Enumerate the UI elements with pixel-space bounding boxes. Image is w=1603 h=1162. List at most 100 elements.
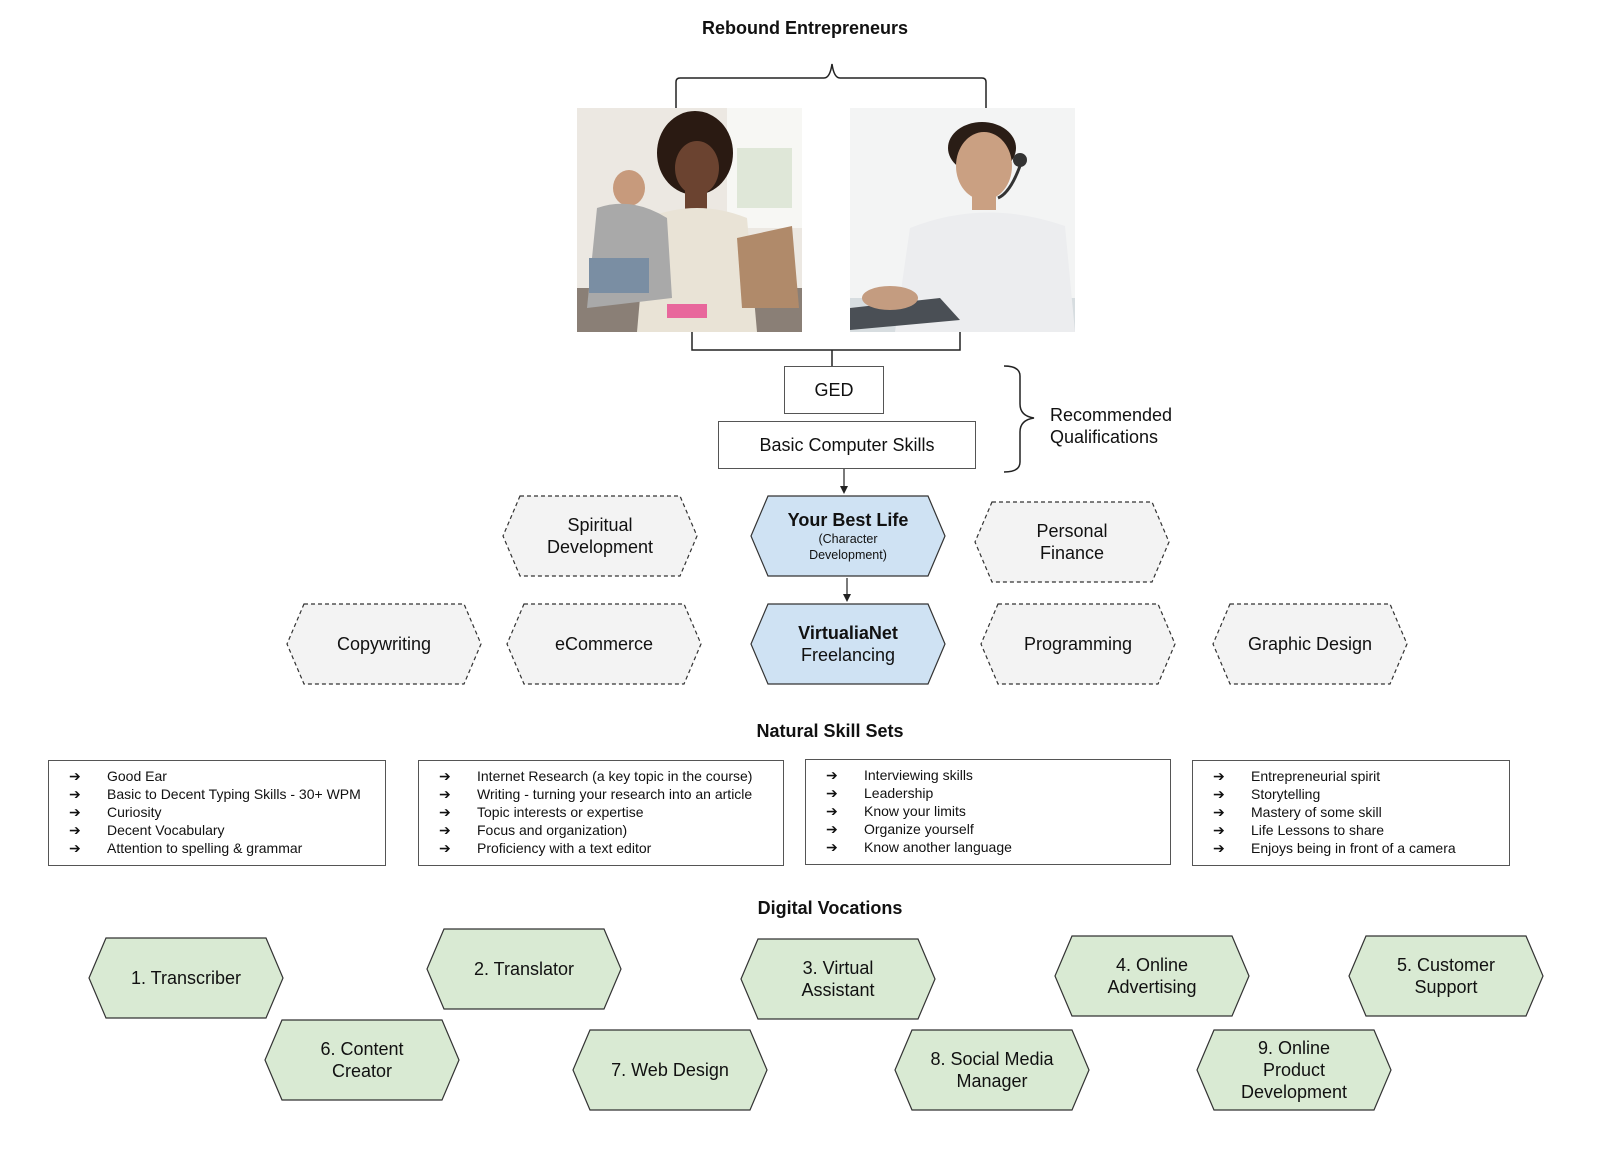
arrow-right-icon: ➔ bbox=[1213, 840, 1225, 856]
hex-label: 1. Transcriber bbox=[130, 968, 242, 988]
hex-label: 2. Translator bbox=[473, 959, 575, 979]
arrow-right-icon: ➔ bbox=[1213, 768, 1225, 784]
arrow-right-icon: ➔ bbox=[439, 786, 451, 802]
hex-programming: Programming bbox=[980, 603, 1176, 685]
hex-label: 9. Online Product Development bbox=[1240, 1038, 1348, 1102]
arrow-right-icon: ➔ bbox=[1213, 786, 1225, 802]
hex-label: Programming bbox=[1023, 634, 1133, 654]
hex-ecommerce: eCommerce bbox=[506, 603, 702, 685]
hex-shape bbox=[264, 1019, 460, 1101]
hex-shape bbox=[740, 938, 936, 1020]
hex-vocation-online-product-development: 9. Online Product Development bbox=[1196, 1029, 1392, 1111]
hex-vocation-web-design: 7. Web Design bbox=[572, 1029, 768, 1111]
hex-spiritual-development: Spiritual Development bbox=[502, 495, 698, 577]
arrow-right-icon: ➔ bbox=[439, 804, 451, 820]
photo-man-with-headset bbox=[850, 108, 1075, 332]
hex-label: VirtualiaNet bbox=[798, 623, 898, 643]
man-with-headset-icon bbox=[850, 108, 1075, 332]
hex-sublabel: (Character Development) bbox=[809, 532, 887, 562]
hex-label: Graphic Design bbox=[1247, 634, 1373, 654]
hex-label: 7. Web Design bbox=[611, 1060, 729, 1080]
skill-item: ➔Know another language bbox=[826, 839, 1012, 855]
hex-shape bbox=[502, 495, 698, 577]
arrow-right-icon: ➔ bbox=[826, 785, 838, 801]
skill-group-1: ➔Good Ear ➔Basic to Decent Typing Skills… bbox=[48, 760, 386, 866]
diagram-title: Rebound Entrepreneurs bbox=[701, 18, 909, 38]
hex-label: Spiritual Development bbox=[546, 515, 654, 557]
hex-vocation-social-media-manager: 8. Social Media Manager bbox=[894, 1029, 1090, 1111]
hex-label: 8. Social Media Manager bbox=[930, 1049, 1054, 1091]
skill-item: ➔Leadership bbox=[826, 785, 934, 801]
arrow-right-icon: ➔ bbox=[439, 840, 451, 856]
hex-virtualianet-freelancing: VirtualiaNet Freelancing bbox=[750, 603, 946, 685]
hex-shape bbox=[88, 937, 284, 1019]
arrow-right-icon: ➔ bbox=[69, 786, 81, 802]
hex-label: Personal Finance bbox=[1036, 521, 1108, 563]
arrow-right-icon: ➔ bbox=[439, 822, 451, 838]
skill-item: ➔Topic interests or expertise bbox=[439, 804, 644, 820]
arrow-right-icon: ➔ bbox=[826, 821, 838, 837]
arrow-right-icon: ➔ bbox=[439, 768, 451, 784]
hex-graphic-design: Graphic Design bbox=[1212, 603, 1408, 685]
skill-item: ➔Entrepreneurial spirit bbox=[1213, 768, 1381, 784]
skills-heading: Natural Skill Sets bbox=[756, 721, 904, 741]
skill-item: ➔Focus and organization) bbox=[439, 822, 628, 838]
skill-item: ➔Writing - turning your research into an… bbox=[439, 786, 753, 802]
hex-shape bbox=[1054, 935, 1250, 1017]
hex-label: 3. Virtual Assistant bbox=[801, 958, 875, 1000]
hex-vocation-customer-support: 5. Customer Support bbox=[1348, 935, 1544, 1017]
arrow-right-icon: ➔ bbox=[69, 840, 81, 856]
woman-with-baby-icon bbox=[577, 108, 802, 332]
ged-box: GED bbox=[784, 366, 884, 414]
skill-item: ➔Storytelling bbox=[1213, 786, 1321, 802]
hex-label: 6. Content Creator bbox=[320, 1039, 404, 1081]
hex-shape bbox=[1348, 935, 1544, 1017]
hex-shape bbox=[894, 1029, 1090, 1111]
skill-item: ➔Internet Research (a key topic in the c… bbox=[439, 768, 753, 784]
vocations-heading: Digital Vocations bbox=[757, 898, 903, 918]
hex-vocation-online-advertising: 4. Online Advertising bbox=[1054, 935, 1250, 1017]
arrow-right-icon: ➔ bbox=[826, 839, 838, 855]
hex-label: Copywriting bbox=[336, 634, 432, 654]
skill-item: ➔Organize yourself bbox=[826, 821, 974, 837]
skill-item: ➔Curiosity bbox=[69, 804, 162, 820]
hex-shape bbox=[750, 495, 946, 577]
skill-group-3: ➔Interviewing skills ➔Leadership ➔Know y… bbox=[805, 759, 1171, 865]
hex-personal-finance: Personal Finance bbox=[974, 501, 1170, 583]
hex-shape bbox=[426, 928, 622, 1010]
skill-item: ➔Decent Vocabulary bbox=[69, 822, 225, 838]
arrow-right-icon: ➔ bbox=[826, 767, 838, 783]
hex-vocation-translator: 2. Translator bbox=[426, 928, 622, 1010]
skill-item: ➔Basic to Decent Typing Skills - 30+ WPM bbox=[69, 786, 361, 802]
recommended-qualifications-label: Recommended Qualifications bbox=[1050, 405, 1173, 447]
hex-shape bbox=[506, 603, 702, 685]
skill-item: ➔Mastery of some skill bbox=[1213, 804, 1382, 820]
arrow-right-icon: ➔ bbox=[1213, 822, 1225, 838]
hex-label: 4. Online Advertising bbox=[1107, 955, 1197, 997]
hex-label: 5. Customer Support bbox=[1396, 955, 1496, 997]
hex-sublabel: Freelancing bbox=[800, 645, 896, 665]
basic-computer-skills-box: Basic Computer Skills bbox=[718, 421, 976, 469]
hex-copywriting: Copywriting bbox=[286, 603, 482, 685]
hex-shape bbox=[750, 603, 946, 685]
hex-vocation-transcriber: 1. Transcriber bbox=[88, 937, 284, 1019]
hex-shape bbox=[974, 501, 1170, 583]
arrow-right-icon: ➔ bbox=[1213, 804, 1225, 820]
arrow-right-icon: ➔ bbox=[826, 803, 838, 819]
skill-group-4: ➔Entrepreneurial spirit ➔Storytelling ➔M… bbox=[1192, 760, 1510, 866]
hex-label: eCommerce bbox=[554, 634, 654, 654]
hex-shape bbox=[572, 1029, 768, 1111]
hex-shape bbox=[1212, 603, 1408, 685]
hex-vocation-content-creator: 6. Content Creator bbox=[264, 1019, 460, 1101]
arrow-right-icon: ➔ bbox=[69, 768, 81, 784]
photo-woman-with-baby bbox=[577, 108, 802, 332]
skill-item: ➔Good Ear bbox=[69, 768, 167, 784]
hex-your-best-life: Your Best Life (Character Development) bbox=[750, 495, 946, 577]
arrow-right-icon: ➔ bbox=[69, 822, 81, 838]
hex-vocation-virtual-assistant: 3. Virtual Assistant bbox=[740, 938, 936, 1020]
skill-item: ➔Life Lessons to share bbox=[1213, 822, 1385, 838]
arrow-right-icon: ➔ bbox=[69, 804, 81, 820]
hex-shape bbox=[1196, 1029, 1392, 1111]
skill-item: ➔Know your limits bbox=[826, 803, 966, 819]
skill-item: ➔Attention to spelling & grammar bbox=[69, 840, 303, 856]
